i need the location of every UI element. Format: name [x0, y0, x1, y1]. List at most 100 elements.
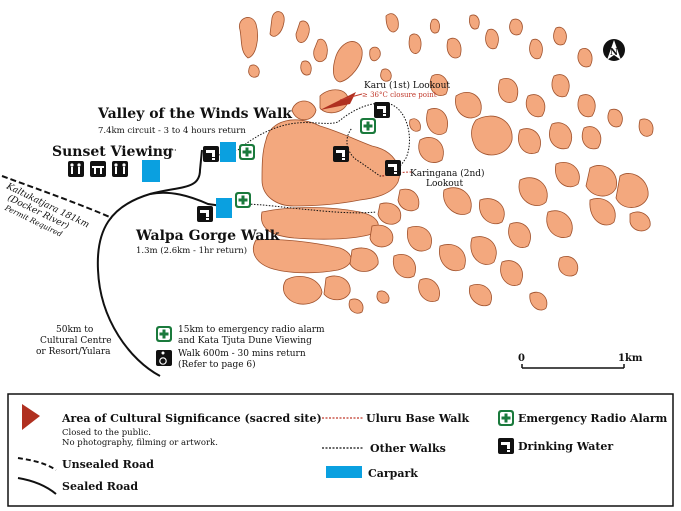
walpa-subtitle: 1.3m (2.6km - 1hr return)	[136, 245, 247, 256]
rock-dome	[300, 60, 312, 76]
valley-subtitle: 7.4km circuit - 3 to 4 hours return	[98, 126, 246, 136]
carpark-swatch	[326, 466, 362, 478]
rock-dome	[471, 115, 513, 156]
unsealed-road-swatch	[17, 457, 57, 471]
rock-dome	[455, 91, 482, 119]
karingana-label-1: Karingana (2nd)	[410, 168, 485, 179]
legend-carpark: Carpark	[368, 467, 418, 480]
rock-dome	[397, 188, 420, 212]
drinking-water-icon	[498, 438, 514, 454]
people-icon	[112, 161, 128, 177]
rock-dome	[615, 173, 649, 208]
emergency-radio-icon	[235, 192, 251, 208]
picnic-icon	[90, 161, 106, 177]
rock-dome	[485, 28, 499, 50]
sealed-road-walpa	[149, 191, 223, 207]
rock-dome	[546, 210, 573, 238]
walpa-title: Walpa Gorge Walk	[135, 228, 280, 244]
rock-dome	[248, 64, 260, 78]
legend-unsealed: Unsealed Road	[62, 458, 154, 471]
unsealed-road	[1, 175, 113, 219]
note2-line1: Walk 600m - 30 mins return	[178, 349, 306, 359]
rock-dome	[468, 284, 492, 307]
rock-dome	[518, 128, 541, 154]
rock-dome	[408, 33, 422, 54]
rock-dome	[295, 20, 310, 43]
rock-dome	[332, 41, 363, 83]
rock-dome	[469, 14, 480, 30]
rock-dome	[348, 298, 364, 314]
rock-dome	[551, 74, 570, 98]
rock-dome	[629, 211, 651, 232]
sunset-title: Sunset Viewing	[52, 144, 173, 160]
wheelchair-icon	[156, 350, 172, 366]
rock-dome	[525, 94, 546, 118]
drinking-water-icon	[333, 146, 349, 162]
drinking-water-icon	[374, 102, 390, 118]
svg-text:0: 0	[518, 353, 525, 364]
rock-dome	[385, 13, 399, 33]
drinking-water-icon	[197, 206, 213, 222]
north-arrow-icon: N	[603, 39, 625, 61]
carpark-valley	[220, 142, 236, 162]
note2-line2: (Refer to page 6)	[178, 359, 256, 370]
legend-uluru-walk: Uluru Base Walk	[366, 412, 470, 425]
scale-bar: 0 1km	[518, 353, 643, 369]
rock-dome	[553, 26, 567, 46]
legend-other-walks: Other Walks	[370, 442, 446, 455]
cultural-centre-3: or Resort/Yulara	[36, 347, 111, 357]
rock-dome	[529, 291, 548, 311]
rock-dome	[313, 38, 328, 63]
rock-dome	[282, 276, 323, 305]
emergency-radio-icon	[156, 326, 172, 342]
rock-dome	[498, 78, 519, 103]
rock-dome	[376, 290, 390, 304]
rock-dome	[369, 46, 381, 62]
carpark-sunset	[142, 160, 160, 182]
note1-line2: and Kata Tjuta Dune Viewing	[178, 336, 312, 346]
drinking-water-icon	[203, 146, 219, 162]
legend-radio: Emergency Radio Alarm	[518, 412, 668, 425]
legend: Area of Cultural Significance (sacred si…	[7, 393, 674, 507]
rock-dome	[369, 224, 394, 248]
rock-dome	[430, 18, 440, 34]
rock-dome	[392, 254, 416, 279]
legend-water: Drinking Water	[518, 440, 613, 453]
rock-dome	[558, 256, 579, 277]
cultural-centre-1: 50km to	[56, 325, 93, 335]
rock-dome	[585, 165, 618, 197]
roads	[96, 149, 223, 377]
rock-dome	[577, 48, 593, 68]
sacred-site-marker	[320, 92, 356, 110]
rock-dome	[443, 187, 472, 215]
closure-label: ≥ 36°C closure point	[362, 91, 437, 99]
carpark-walpa	[216, 198, 232, 218]
rock-dome	[426, 108, 448, 135]
rock-dome	[323, 275, 351, 301]
rock-dome	[418, 137, 444, 163]
rock-domes	[238, 11, 654, 314]
rock-dome	[581, 126, 602, 150]
rock-dome	[607, 108, 623, 128]
cultural-centre-2: Cultural Centre	[40, 336, 112, 346]
toilet-icon	[68, 161, 84, 177]
sealed-road-swatch	[17, 477, 57, 495]
rock-dome	[508, 222, 531, 248]
rock-dome	[500, 260, 523, 286]
emergency-radio-icon	[498, 410, 514, 426]
drinking-water-icon	[385, 160, 401, 176]
legend-sealed: Sealed Road	[62, 480, 138, 493]
rock-dome	[377, 202, 402, 225]
rock-dome	[554, 162, 580, 188]
svg-text:1km: 1km	[618, 353, 643, 364]
rock-dome	[549, 122, 573, 150]
karingana-label-2: Lookout	[426, 179, 463, 189]
sacred-site-icon	[22, 404, 40, 430]
rock-dome	[406, 226, 432, 252]
legend-sacred-line1: Closed to the public.	[62, 428, 151, 438]
valley-title: Valley of the Winds Walk	[97, 106, 292, 122]
rock-dome	[349, 247, 379, 272]
rock-dome-central	[261, 119, 400, 207]
rock-dome	[638, 118, 654, 137]
